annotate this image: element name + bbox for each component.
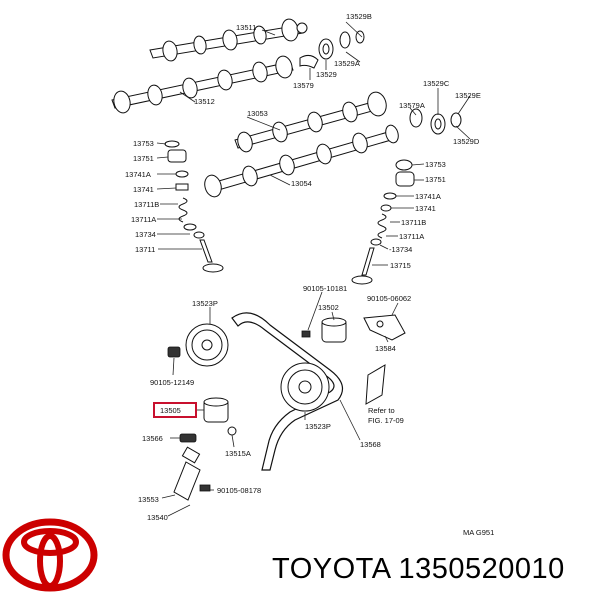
label-13054: 13054: [291, 179, 312, 188]
label-13502: 13502: [318, 303, 339, 312]
label-13515a: 13515A: [225, 449, 251, 458]
label-90105-06062: 90105-06062: [367, 294, 411, 303]
bracket-13584: [363, 314, 406, 341]
label-13741a-left: 13741A: [125, 170, 151, 179]
label-13711: 13711: [135, 245, 155, 254]
refer-fig-text: FIG. 17-09: [368, 416, 404, 425]
seal-rings-middle: [409, 108, 462, 135]
label-13553: 13553: [138, 495, 159, 504]
toyota-logo-icon: [2, 518, 98, 592]
label-13529e: 13529E: [455, 91, 481, 100]
timing-belt: [231, 312, 344, 471]
camshaft-pulley-right: [280, 362, 330, 412]
label-13741a-right: 13741A: [415, 192, 441, 201]
label-13734-left: 13734: [135, 230, 156, 239]
label-13540: 13540: [147, 513, 168, 522]
label-13505: 13505: [160, 406, 181, 415]
label-13711b-left: 13711B: [134, 200, 159, 209]
label-13529: 13529: [316, 70, 337, 79]
tensioner-cylinder-13540: [173, 446, 211, 501]
label-13523p-lower: 13523P: [305, 422, 331, 431]
camshaft-13512: [111, 55, 294, 114]
label-13529c: 13529C: [423, 79, 450, 88]
label-13579a: 13579A: [399, 101, 425, 110]
label-13753-left: 13753: [133, 139, 154, 148]
timing-cover-13568: [365, 364, 386, 405]
label-13529d: 13529D: [453, 137, 480, 146]
label-13566: 13566: [142, 434, 163, 443]
tensioner-13505: [179, 397, 237, 443]
label-90105-08178: 90105-08178: [217, 486, 261, 495]
camshaft-13511: [149, 18, 308, 62]
label-13741-left: 13741: [133, 185, 154, 194]
label-13751-left: 13751: [133, 154, 154, 163]
label-13529b: 13529B: [346, 12, 372, 21]
label-90105-10181: 90105-10181: [303, 284, 347, 293]
label-13711b-right: 13711B: [401, 218, 426, 227]
label-90105-12149: 90105-12149: [150, 378, 194, 387]
brand-part-number: TOYOTA 1350520010: [272, 553, 565, 585]
label-13711a-right: 13711A: [399, 232, 424, 241]
camshaft-pulley-left: [167, 323, 229, 367]
camshaft-13053: [234, 91, 387, 153]
idler-pulley-13502: [301, 317, 347, 343]
valve-stack-right: [351, 159, 415, 285]
label-13753-right: 13753: [425, 160, 446, 169]
label-13053: 13053: [247, 109, 268, 118]
leader-lines: [156, 21, 471, 517]
highlight-13505-box: [153, 402, 197, 418]
label-13741-right: 13741: [415, 204, 436, 213]
seal-rings-top: [299, 30, 365, 69]
camshaft-13054: [204, 124, 399, 198]
figure-code: MA G951: [463, 528, 494, 537]
label-13512: 13512: [194, 97, 215, 106]
valve-stack-left: [164, 140, 224, 273]
label-13584: 13584: [375, 344, 396, 353]
label-13734-right: -13734: [389, 245, 412, 254]
label-13529a: 13529A: [334, 59, 360, 68]
label-13511: 13511: [236, 23, 256, 32]
label-13568: 13568: [360, 440, 381, 449]
label-13711a-left: 13711A: [131, 215, 156, 224]
label-13579: 13579: [293, 81, 314, 90]
label-13715: 13715: [390, 261, 411, 270]
label-13523p-upper: 13523P: [192, 299, 218, 308]
refer-to-text: Refer to: [368, 406, 395, 415]
label-13751-right: 13751: [425, 175, 446, 184]
